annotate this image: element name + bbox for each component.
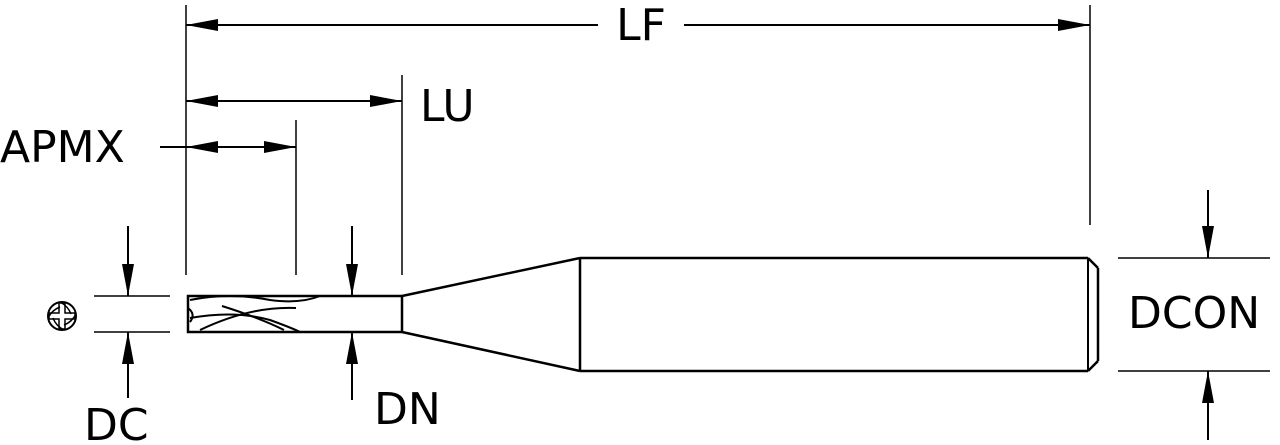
apmx-label: APMX — [0, 122, 125, 173]
lf-dimension: LF — [186, 0, 1090, 51]
dn-label: DN — [374, 384, 441, 435]
dn-dimension: DN — [346, 226, 441, 435]
dcon-label: DCON — [1128, 288, 1260, 339]
lu-label: LU — [420, 81, 475, 132]
apmx-dimension: APMX — [0, 122, 296, 173]
dc-dimension: DC — [84, 226, 149, 445]
lf-label: LF — [616, 0, 666, 51]
tool-end-view-icon — [47, 301, 77, 331]
end-mill-side-view — [186, 256, 1100, 373]
dcon-dimension: DCON — [1128, 190, 1260, 440]
lu-dimension: LU — [186, 81, 475, 132]
dc-label: DC — [84, 400, 149, 445]
extension-lines — [94, 5, 1270, 372]
